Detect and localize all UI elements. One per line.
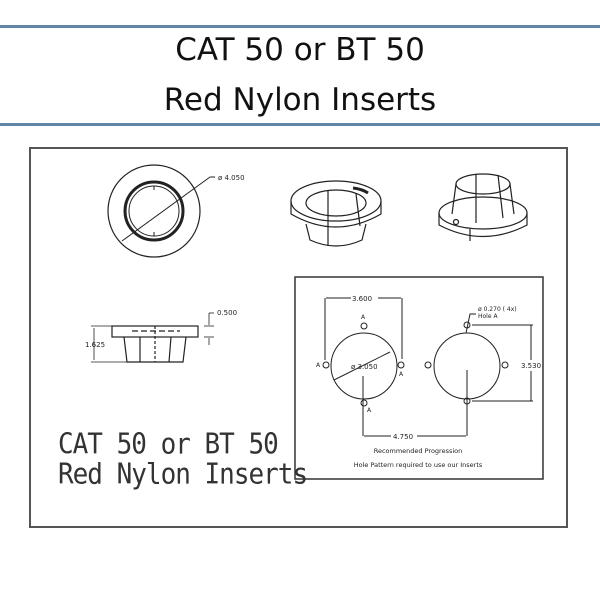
- side-view: [91, 312, 214, 363]
- iso-view-cone-up: [438, 173, 528, 241]
- hole-marker-bottom: A: [367, 407, 372, 414]
- top-view: [107, 164, 215, 258]
- side-view-flange-label: 0.500: [217, 309, 237, 317]
- header-top-rule: [0, 25, 600, 28]
- hole-pattern-left: [322, 297, 405, 436]
- hole-pattern-box: [294, 276, 544, 480]
- hole-size-label: ø 0.270 ( 4x): [478, 306, 517, 313]
- hole-spacing-label: 3.600: [352, 295, 372, 303]
- pattern-caption-line1: Recommended Progression: [374, 447, 463, 455]
- side-view-height-label: 1.625: [85, 341, 105, 349]
- top-view-diameter-label: ø 4.050: [218, 174, 245, 182]
- progression-label: 4.750: [393, 433, 413, 441]
- hole-marker-left: A: [316, 362, 321, 369]
- page-title-line2: Red Nylon Inserts: [163, 82, 437, 118]
- drawing-stamp-line2: Red Nylon Inserts: [58, 458, 308, 491]
- drawing-stamp-line1: CAT 50 or BT 50: [58, 428, 279, 461]
- circle-diameter-label: ø 3.050: [351, 363, 378, 371]
- hole-name-label: Hole A: [478, 313, 498, 320]
- page-title-line1: CAT 50 or BT 50: [175, 32, 425, 68]
- hole-pattern-right: [364, 313, 533, 437]
- hole-marker-top: A: [361, 314, 366, 321]
- drawing-frame: [29, 147, 568, 528]
- iso-view-flange-up: [290, 180, 382, 247]
- hole-marker-right: A: [399, 371, 404, 378]
- header-bottom-rule: [0, 123, 600, 126]
- pattern-caption-line2: Hole Pattern required to use our Inserts: [354, 461, 483, 469]
- vertical-spacing-label: 3.530: [521, 362, 541, 370]
